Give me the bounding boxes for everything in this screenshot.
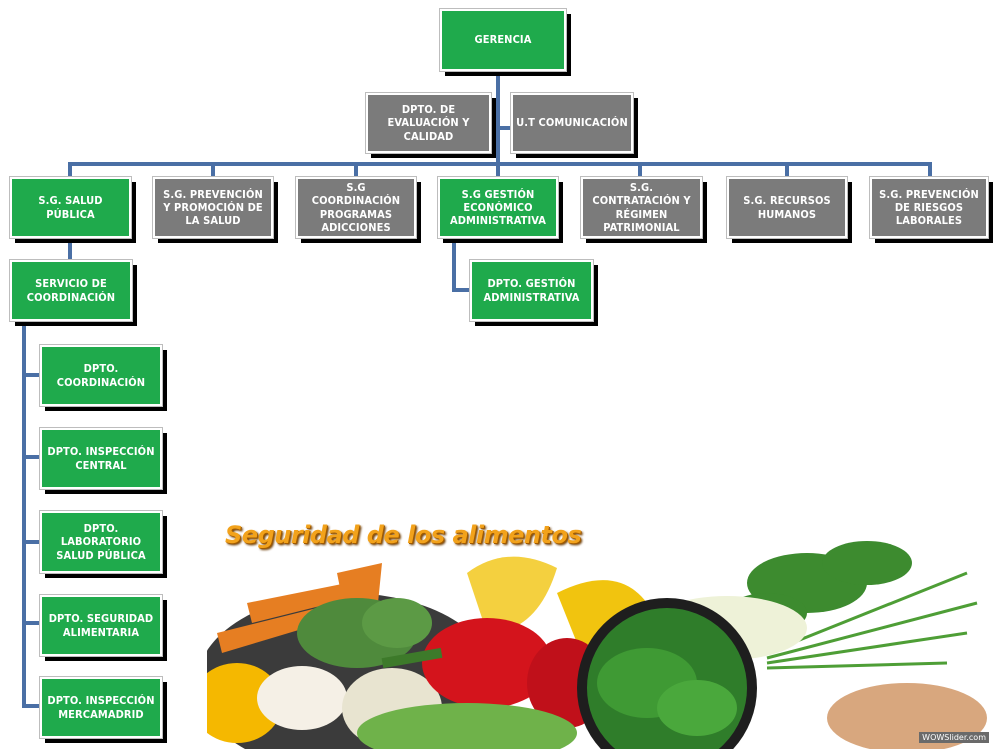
watermark: WOWSlider.com	[919, 732, 989, 743]
box-sg-gestion-economico-administrativa: S.G GESTIÓN ECONÓMICO ADMINISTRATIVA	[437, 176, 559, 239]
box-dpto-inspeccion-mercamadrid: DPTO. INSPECCIÓN MERCAMADRID	[39, 676, 163, 739]
banner-title: Seguridad de los alimentos	[225, 521, 582, 549]
box-dpto-laboratorio-salud-publica: DPTO. LABORATORIO SALUD PÚBLICA	[39, 510, 163, 574]
box-dpto-coordinacion: DPTO. COORDINACIÓN	[39, 344, 163, 407]
food-safety-banner: Seguridad de los alimentos WOWSlider.com	[207, 513, 993, 749]
box-dpto-evaluacion-calidad: DPTO. DE EVALUACIÓN Y CALIDAD	[365, 92, 492, 154]
box-sg-coordinacion-adicciones: S.G COORDINACIÓN PROGRAMAS ADICCIONES	[295, 176, 417, 239]
box-ut-comunicacion: U.T COMUNICACIÓN	[510, 92, 634, 154]
box-sg-prevencion-promocion-salud: S.G. PREVENCIÓN Y PROMOCIÓN DE LA SALUD	[152, 176, 274, 239]
box-sg-recursos-humanos: S.G. RECURSOS HUMANOS	[726, 176, 848, 239]
box-sg-prevencion-riesgos-laborales: S.G. PREVENCIÓN DE RIESGOS LABORALES	[869, 176, 989, 239]
box-dpto-inspeccion-central: DPTO. INSPECCIÓN CENTRAL	[39, 427, 163, 490]
box-sg-salud-publica: S.G. SALUD PÚBLICA	[9, 176, 132, 239]
box-servicio-coordinacion: SERVICIO DE COORDINACIÓN	[9, 259, 133, 322]
box-gerencia: GERENCIA	[439, 8, 567, 72]
box-sg-contratacion-regimen-patrimonial: S.G. CONTRATACIÓN Y RÉGIMEN PATRIMONIAL	[580, 176, 703, 239]
box-dpto-seguridad-alimentaria: DPTO. SEGURIDAD ALIMENTARIA	[39, 594, 163, 657]
vegetables-illustration	[207, 513, 993, 749]
box-dpto-gestion-administrativa: DPTO. GESTIÓN ADMINISTRATIVA	[469, 259, 594, 322]
